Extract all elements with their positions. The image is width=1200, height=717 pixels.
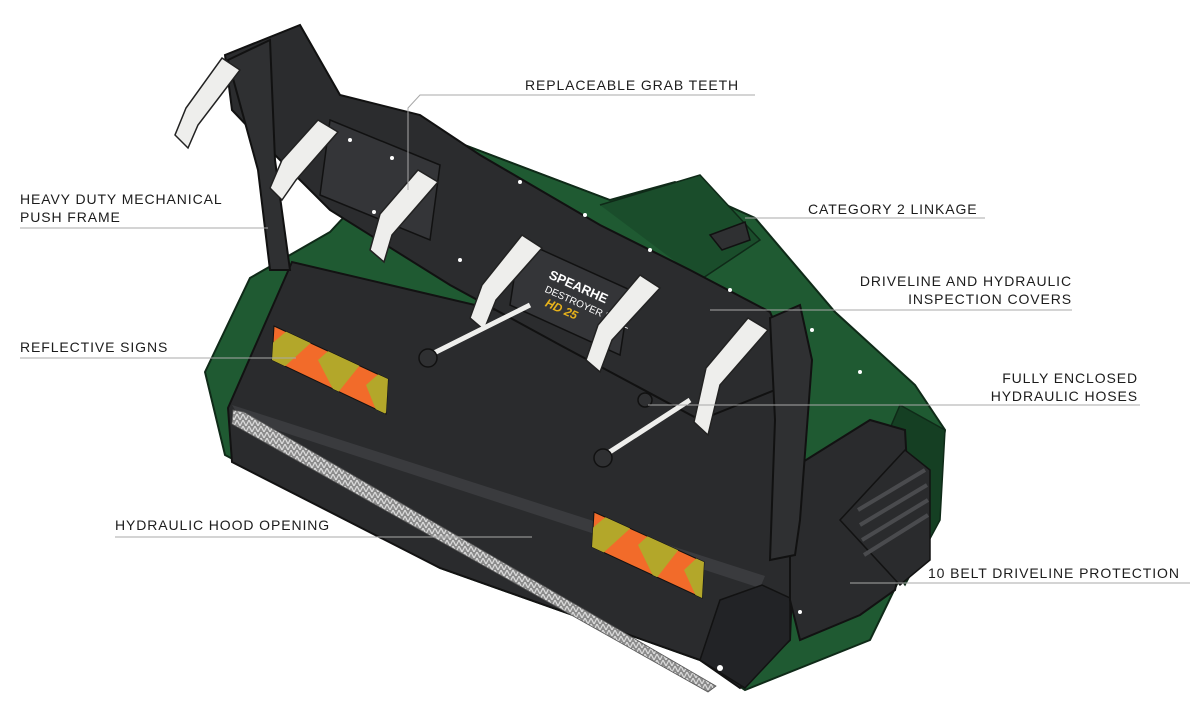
callout-line: HYDRAULIC HOSES: [990, 388, 1138, 404]
flail-teeth-strip: [231, 409, 717, 693]
grab-tooth-5: [585, 274, 662, 374]
callout-replaceable-grab-teeth: REPLACEABLE GRAB TEETH: [525, 76, 739, 94]
vent-slots: [856, 468, 930, 557]
callout-inspection-covers: DRIVELINE AND HYDRAULIC INSPECTION COVER…: [860, 272, 1072, 308]
callout-hydraulic-hood-opening: HYDRAULIC HOOD OPENING: [115, 516, 330, 534]
linkage-post: [768, 303, 814, 562]
bolt-dots: [348, 138, 862, 671]
callout-line: HEAVY DUTY MECHANICAL: [20, 191, 223, 207]
callout-line: DRIVELINE AND HYDRAULIC: [859, 273, 1072, 289]
push-frame-arm: [226, 38, 292, 271]
callout-line: INSPECTION COVERS: [908, 291, 1072, 307]
linkage-bracket: [708, 221, 751, 251]
callout-hydraulic-hoses: FULLY ENCLOSED HYDRAULIC HOSES: [991, 369, 1138, 405]
grab-tooth-3: [369, 169, 440, 264]
callout-category-2-linkage: CATEGORY 2 LINKAGE: [808, 200, 977, 218]
callout-line: 10 BELT DRIVELINE PROTECTION: [928, 565, 1180, 581]
callout-belt-driveline-protection: 10 BELT DRIVELINE PROTECTION: [928, 564, 1180, 582]
callout-push-frame: HEAVY DUTY MECHANICAL PUSH FRAME: [20, 190, 223, 226]
callout-line: FULLY ENCLOSED: [1002, 370, 1138, 386]
callout-line: PUSH FRAME: [20, 209, 121, 225]
leader-lines: [20, 94, 1190, 584]
grab-tooth-1: [174, 56, 242, 150]
grab-teeth-brackets: [174, 56, 770, 437]
callout-line: CATEGORY 2 LINKAGE: [808, 201, 978, 217]
hydraulic-rams: [418, 302, 692, 468]
grab-tooth-2: [269, 119, 340, 202]
grab-tooth-6: [693, 317, 770, 437]
leader-grab-teeth: [407, 94, 755, 190]
callout-line: REFLECTIVE SIGNS: [20, 339, 169, 355]
callout-reflective-signs: REFLECTIVE SIGNS: [20, 338, 168, 356]
callout-line: REPLACEABLE GRAB TEETH: [525, 77, 740, 93]
callout-line: HYDRAULIC HOOD OPENING: [115, 517, 331, 533]
